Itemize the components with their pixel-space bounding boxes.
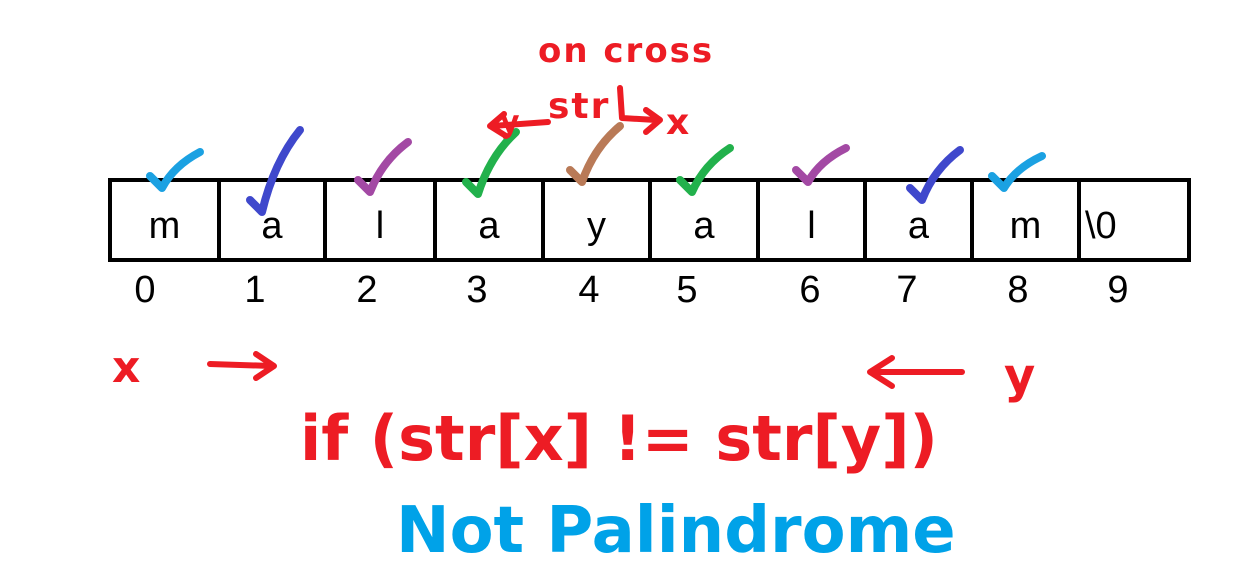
uncross-right-arrow — [617, 85, 663, 135]
uncross-annotation: on cross str y x — [487, 31, 714, 143]
array-cell-char: m — [1010, 205, 1042, 247]
array-index: 2 — [356, 269, 377, 311]
check-mark-icon — [676, 144, 734, 196]
uncross-left-label: y — [500, 105, 520, 140]
pointer-y: y — [867, 348, 1035, 404]
array-cell-char: a — [693, 205, 715, 247]
pointer-x: x — [112, 342, 277, 393]
check-marks — [146, 122, 1046, 216]
array-cell-char: a — [261, 205, 283, 247]
array-cell-char: m — [149, 205, 181, 247]
uncross-line2-text: str — [548, 86, 610, 127]
array-cell-char: y — [587, 205, 606, 247]
check-mark-icon — [462, 128, 520, 198]
array-cell-char: l — [376, 205, 384, 247]
uncross-right-label: x — [666, 102, 689, 143]
condition-text: if (str[x] != str[y]) — [300, 402, 938, 475]
array-cell-char: \0 — [1085, 205, 1117, 247]
pointer-x-label: x — [112, 342, 140, 393]
array-cell-char: a — [478, 205, 500, 247]
array-index: 8 — [1007, 269, 1028, 311]
check-mark-icon — [354, 138, 412, 196]
array-cell-char: a — [908, 205, 930, 247]
check-mark-icon — [566, 122, 624, 186]
array-indices: 0 1 2 3 4 5 6 7 8 9 — [134, 269, 1128, 311]
check-mark-icon — [906, 146, 964, 204]
uncross-line1-text: on cross — [538, 31, 714, 71]
array-index: 5 — [676, 269, 697, 311]
result-text: Not Palindrome — [396, 494, 956, 568]
check-mark-icon — [988, 152, 1046, 192]
array-index: 0 — [134, 269, 155, 311]
array-index: 7 — [896, 269, 917, 311]
array-index: 4 — [578, 269, 599, 311]
check-mark-icon — [146, 148, 204, 192]
array-index: 1 — [244, 269, 265, 311]
pointer-x-arrow — [207, 351, 277, 381]
array-index: 3 — [466, 269, 487, 311]
array-index: 9 — [1107, 269, 1128, 311]
array-index: 6 — [799, 269, 820, 311]
array-cells: m a l a y a l a m \0 — [149, 180, 1117, 260]
pointer-y-arrow — [867, 355, 965, 389]
check-mark-icon — [792, 144, 850, 186]
pointer-y-label: y — [1004, 348, 1035, 404]
uncross-left-arrow — [487, 111, 551, 139]
check-mark-icon — [246, 126, 304, 216]
array-cell-char: l — [807, 205, 815, 247]
